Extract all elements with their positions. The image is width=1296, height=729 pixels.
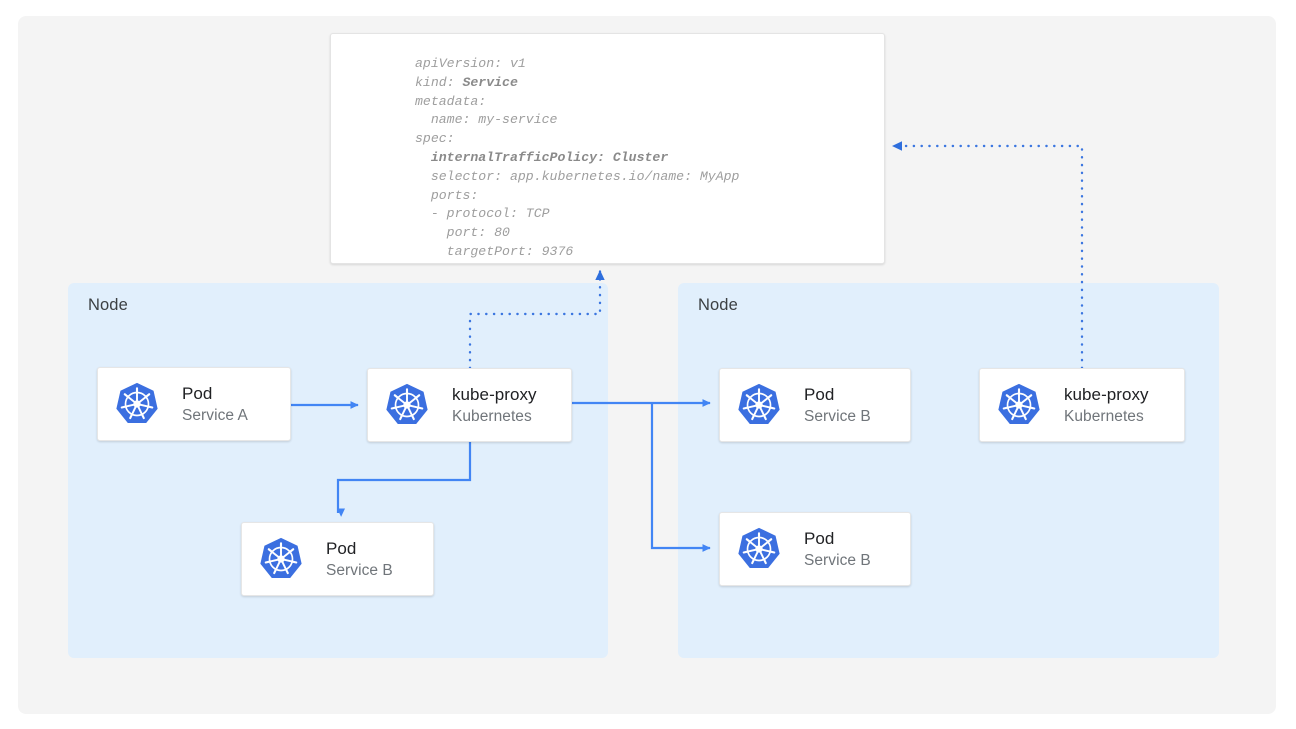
- node-group-left: Node: [68, 283, 608, 658]
- card-pod-service-b-bottom-right[interactable]: Pod Service B: [719, 512, 911, 586]
- node-label-left: Node: [88, 296, 128, 314]
- card-title: Pod: [804, 528, 835, 548]
- card-subtitle: Service B: [804, 551, 871, 569]
- card-title: kube-proxy: [1064, 384, 1149, 404]
- card-kube-proxy-left[interactable]: kube-proxy Kubernetes: [367, 368, 572, 442]
- kubernetes-icon: [258, 536, 304, 582]
- card-title: Pod: [182, 383, 213, 403]
- kubernetes-icon: [996, 382, 1042, 428]
- kubernetes-icon: [114, 381, 160, 427]
- card-pod-service-a[interactable]: Pod Service A: [97, 367, 291, 441]
- kubernetes-icon: [384, 382, 430, 428]
- card-kube-proxy-right[interactable]: kube-proxy Kubernetes: [979, 368, 1185, 442]
- card-title: Pod: [326, 538, 357, 558]
- card-title: Pod: [804, 384, 835, 404]
- node-label-right: Node: [698, 296, 738, 314]
- card-subtitle: Service B: [804, 407, 871, 425]
- card-subtitle: Kubernetes: [452, 407, 532, 425]
- card-subtitle: Service B: [326, 561, 393, 579]
- kubernetes-icon: [736, 526, 782, 572]
- kubernetes-icon: [736, 382, 782, 428]
- card-title: kube-proxy: [452, 384, 537, 404]
- node-group-right: Node: [678, 283, 1219, 658]
- service-manifest-card: apiVersion: v1 kind: Service metadata: n…: [330, 33, 885, 264]
- card-subtitle: Kubernetes: [1064, 407, 1144, 425]
- service-manifest-code: apiVersion: v1 kind: Service metadata: n…: [415, 56, 740, 259]
- card-subtitle: Service A: [182, 406, 248, 424]
- card-pod-service-b-left[interactable]: Pod Service B: [241, 522, 434, 596]
- card-pod-service-b-top-right[interactable]: Pod Service B: [719, 368, 911, 442]
